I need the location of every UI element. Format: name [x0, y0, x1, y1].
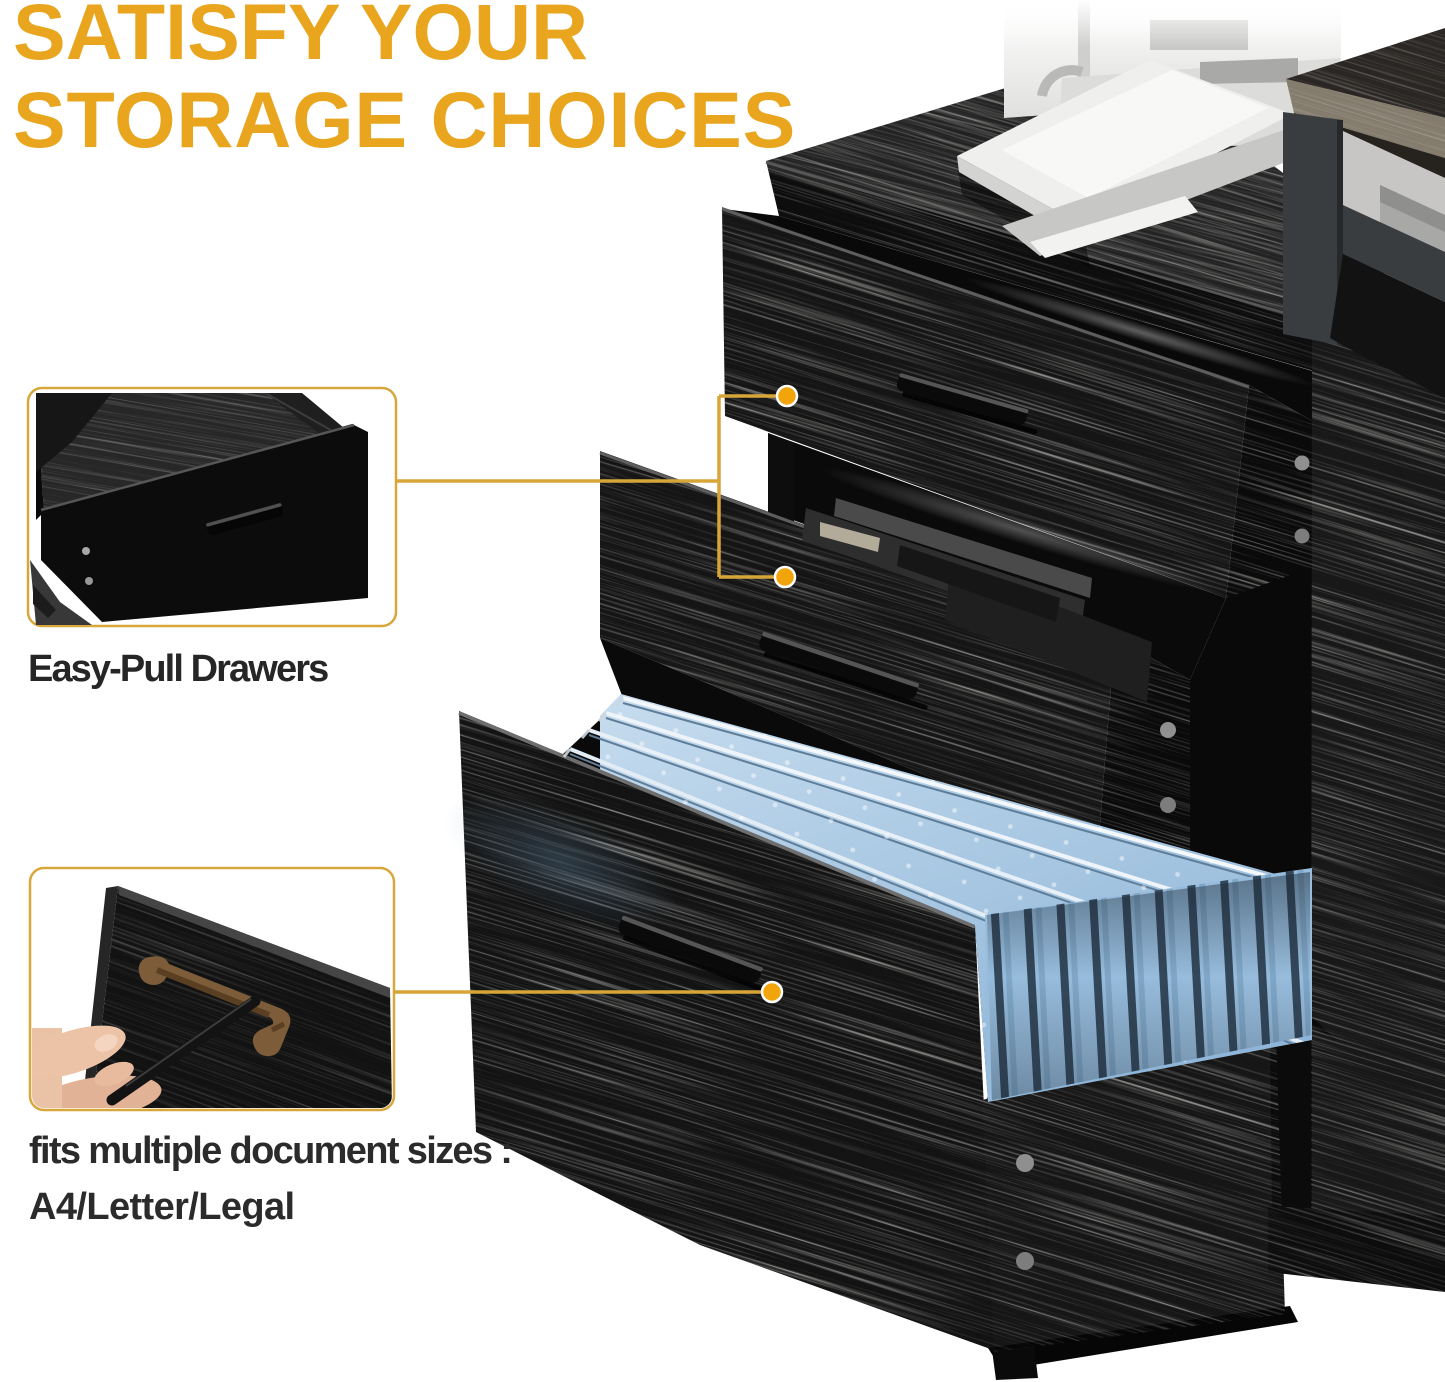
svg-text:STORAGE CHOICES: STORAGE CHOICES: [13, 75, 796, 164]
svg-text:SATISFY YOUR: SATISFY YOUR: [13, 0, 588, 76]
svg-text:Easy-Pull Drawers: Easy-Pull Drawers: [28, 648, 328, 690]
svg-text:A4/Letter/Legal: A4/Letter/Legal: [29, 1186, 295, 1228]
svg-text:fits multiple document sizes :: fits multiple document sizes :: [29, 1130, 511, 1172]
